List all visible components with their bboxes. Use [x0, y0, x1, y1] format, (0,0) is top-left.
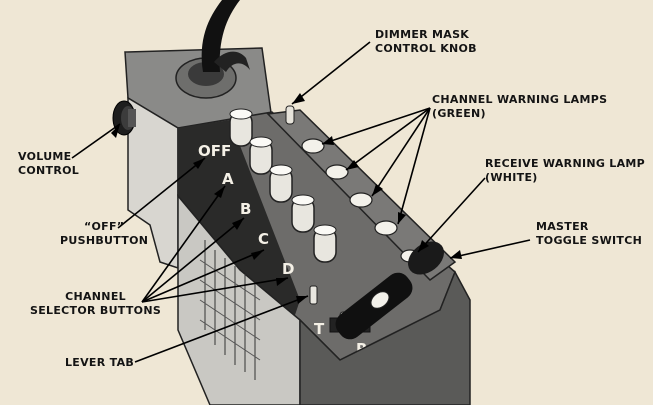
pushbuttons [229, 108, 337, 263]
dimmer-mask-knob [285, 105, 295, 125]
channel-letter-c: C [258, 230, 269, 248]
label-off-pushbutton: “OFF” PUSHBUTTON [60, 220, 149, 247]
channel-letter-b: B [240, 200, 251, 218]
rear-housing [124, 47, 273, 270]
label-channel-selector-buttons: CHANNEL SELECTOR BUTTONS [30, 290, 162, 317]
label-lever-tab: LEVER TAB [65, 356, 135, 369]
channel-letter-d: D [282, 260, 294, 278]
leader-lines [71, 41, 531, 363]
label-master-toggle-switch: MASTER TOGGLE SWITCH [536, 220, 643, 247]
label-receive-warning-lamp: RECEIVE WARNING LAMP (WHITE) [485, 157, 646, 184]
off-marking: OFF [198, 142, 231, 160]
lever-tab [309, 285, 318, 305]
label-dimmer-mask-control-knob: DIMMER MASK CONTROL KNOB [375, 28, 477, 55]
power-cable [201, 0, 240, 72]
channel-letter-a: A [222, 170, 234, 188]
channel-warning-lamps [301, 138, 398, 236]
lever-marking-t: T [314, 320, 325, 338]
label-volume-control: VOLUME CONTROL [18, 150, 80, 177]
master-toggle [335, 241, 444, 340]
leader-arrowheads [111, 93, 462, 304]
label-channel-warning-lamps: CHANNEL WARNING LAMPS (GREEN) [432, 93, 608, 120]
